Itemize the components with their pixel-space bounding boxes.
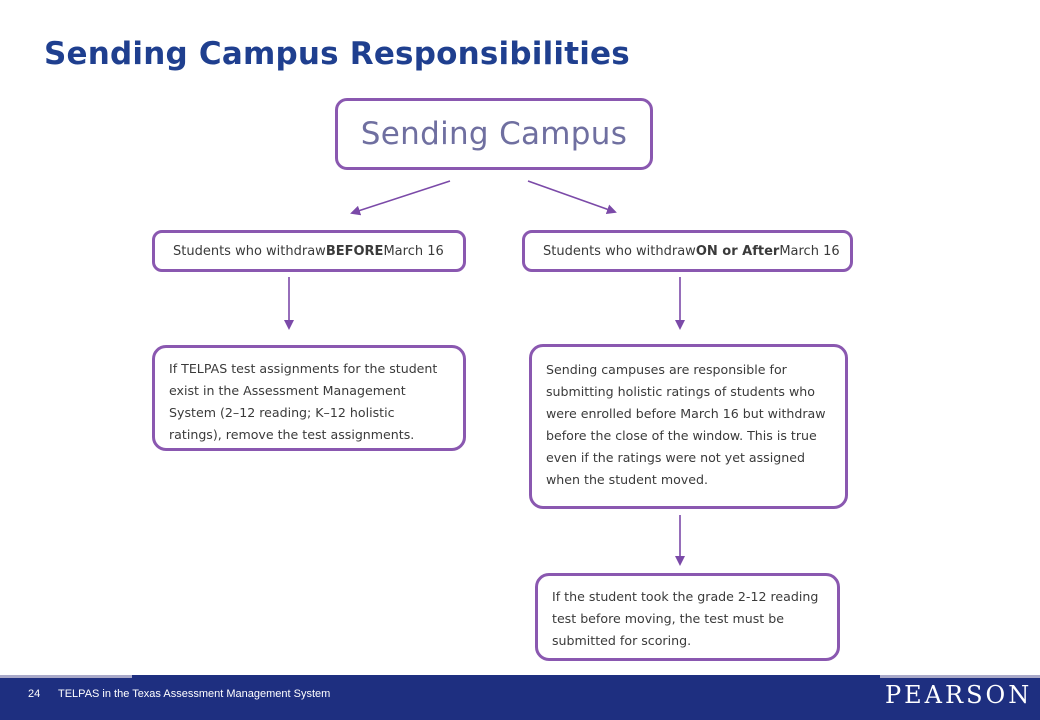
node-withdraw-after-emphasis: ON or After: [695, 243, 780, 259]
footer-bar: 24 TELPAS in the Texas Assessment Manage…: [0, 675, 1040, 720]
node-withdraw-before-pre: Students who withdraw: [173, 243, 326, 259]
node-withdraw-before: Students who withdraw BEFORE March 16: [152, 230, 466, 272]
flow-arrows: [284, 180, 685, 566]
footer-text: TELPAS in the Texas Assessment Managemen…: [58, 688, 331, 700]
node-submit-holistic-ratings: Sending campuses are responsible for sub…: [529, 344, 848, 509]
node-withdraw-on-or-after: Students who withdraw ON or After March …: [522, 230, 853, 272]
footer-accent-line: [0, 675, 132, 678]
node-remove-test-assignments: If TELPAS test assignments for the stude…: [152, 345, 466, 451]
arrow-root-to-before: [350, 180, 451, 216]
slide-title: Sending Campus Responsibilities: [44, 36, 630, 72]
node-withdraw-after-post: March 16: [779, 243, 840, 259]
node-withdraw-before-emphasis: BEFORE: [325, 243, 384, 259]
node-withdraw-before-post: March 16: [383, 243, 444, 259]
page-number: 24: [28, 688, 41, 700]
node-withdraw-after-pre: Students who withdraw: [543, 243, 696, 259]
footer-accent-line-right: [880, 675, 1040, 678]
arrow-root-to-after: [527, 180, 617, 215]
node-submit-reading-test: If the student took the grade 2-12 readi…: [535, 573, 840, 661]
pearson-logo: PEARSON: [885, 681, 1033, 709]
node-sending-campus: Sending Campus: [335, 98, 653, 170]
